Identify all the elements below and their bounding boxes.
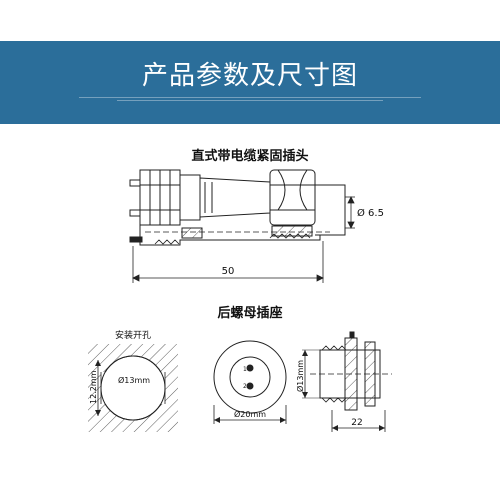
socket-section-title: 后螺母插座	[217, 306, 283, 321]
side-diameter-label: Ø13mm	[295, 360, 305, 392]
pin-1-label: 1	[243, 366, 247, 373]
side-length-label: 22	[351, 418, 362, 428]
hole-diameter-label: Ø13mm	[118, 375, 150, 385]
socket-side-drawing	[302, 331, 392, 432]
cable-diameter-label: Ø 6.5	[357, 207, 384, 219]
plug-rear-nut	[269, 169, 316, 226]
plug-drawing	[129, 169, 346, 246]
title-banner	[0, 41, 500, 124]
page-title: 产品参数及尺寸图	[141, 61, 358, 91]
socket-face-drawing	[213, 340, 287, 424]
face-diameter-label: Ø20mm	[234, 409, 266, 419]
cable-diameter-dimension	[345, 196, 355, 229]
plug-cable	[315, 184, 346, 236]
pin-2-label: 2	[243, 383, 247, 390]
mounting-hole-drawing	[88, 344, 178, 432]
plug-section-title: 直式带电缆紧固插头	[191, 149, 309, 164]
plug-body-taper	[199, 177, 271, 218]
hole-height-label: 12.2mm	[89, 370, 98, 404]
plug-body-front	[179, 174, 201, 221]
plug-pin-top	[129, 179, 141, 187]
mounting-hole-label: 安装开孔	[115, 329, 151, 341]
plug-length-dimension	[132, 241, 324, 283]
plug-pin-bottom	[129, 209, 141, 217]
banner-decorative-lines	[60, 95, 440, 107]
plug-length-label: 50	[222, 266, 235, 277]
